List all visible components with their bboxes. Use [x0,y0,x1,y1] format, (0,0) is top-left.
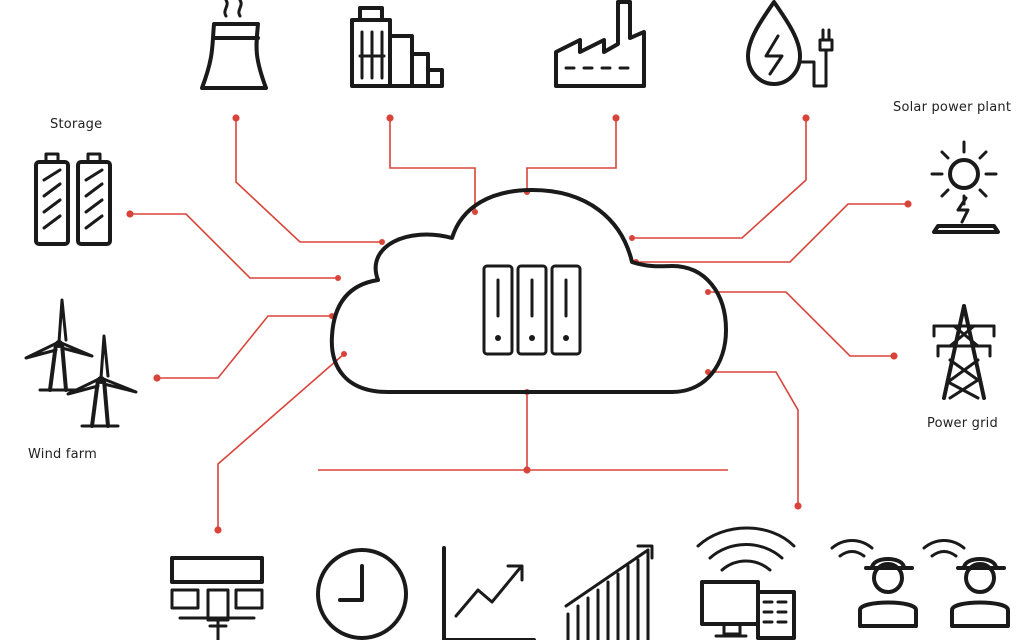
field-workers-icon [830,539,1010,628]
wire-cooling-tower [235,118,382,243]
power-plant-icon [350,6,444,88]
wire-bottom-left [217,353,345,530]
line-chart-up-icon [442,546,536,640]
wire-solar [636,203,908,263]
solar-panel-icon [930,140,1000,234]
battery-storage-icon [34,152,112,246]
clock-icon [316,548,408,640]
cooling-tower-icon [200,0,268,90]
factory-icon [554,0,646,88]
label-storage: Storage [50,117,103,132]
label-power-grid: Power grid [927,416,998,431]
hydro-power-icon [746,0,834,88]
wire-power-grid [708,291,894,357]
wire-bottom-right [708,371,799,506]
control-room-icon [170,556,264,640]
transmission-tower-icon [932,304,996,400]
wire-power-plant [389,118,476,212]
wire-storage [130,213,338,279]
wire-factory [526,118,617,192]
label-wind-farm: Wind farm [28,447,97,462]
cloud-outline [329,188,728,394]
server-rack-icon [482,264,582,356]
wire-hydro [632,118,807,239]
connection-wires [130,118,908,530]
wireless-computer-icon [696,526,796,640]
wire-wind-farm [157,315,332,379]
server-cloud-icon [329,188,728,394]
wind-turbine-icon [24,298,138,428]
bar-chart-up-icon [564,544,654,640]
label-solar-power-plant: Solar power plant [893,100,1012,115]
